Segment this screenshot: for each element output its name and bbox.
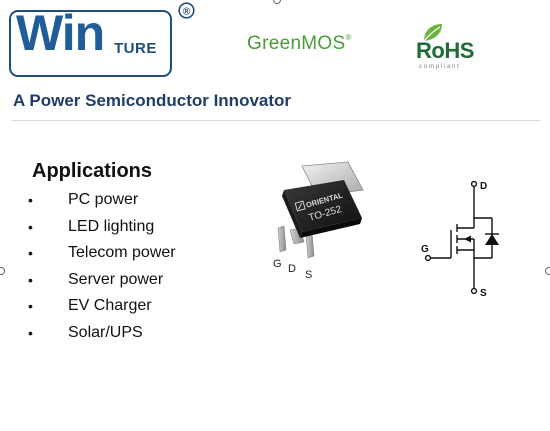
list-item-label: EV Charger: [68, 297, 152, 315]
company-logo: [9, 10, 172, 77]
bullet: •: [28, 245, 33, 262]
greenmos-mark: ®: [345, 33, 352, 42]
package-pin-g: G: [273, 258, 282, 270]
greenmos-text: GreenMOS: [247, 33, 346, 54]
logo-ture-text: TURE: [114, 40, 157, 57]
selection-handle-top: [273, 0, 281, 4]
page-tagline: A Power Semiconductor Innovator: [13, 91, 292, 110]
registered-mark: ®: [183, 5, 191, 17]
bullet: •: [28, 271, 33, 288]
package-pin-d: D: [288, 263, 296, 275]
rohs-leaf-icon: [423, 24, 442, 42]
list-item-label: Telecom power: [68, 244, 176, 262]
list-item-label: LED lighting: [68, 217, 155, 235]
schematic-source-label: S: [480, 288, 487, 299]
rohs-logo: RoHS: [416, 38, 474, 63]
header-divider: [12, 120, 540, 121]
logo-win-text: Win: [16, 5, 105, 61]
schematic-drain-label: D: [480, 181, 487, 192]
schematic-gate-label: G: [421, 244, 429, 255]
applications-title: Applications: [32, 160, 153, 182]
selection-handle-left: [0, 267, 5, 275]
selection-handle-right: [545, 267, 550, 275]
bullet: •: [28, 298, 33, 315]
list-item-label: PC power: [68, 191, 139, 208]
bullet: •: [28, 324, 33, 341]
bullet: •: [28, 192, 33, 208]
bullet: •: [28, 218, 33, 235]
greenmos-logo: GreenMOS®: [247, 33, 352, 54]
list-item-label: Solar/UPS: [68, 323, 143, 341]
registered-icon: ®: [178, 2, 195, 19]
list-item-label: Server power: [68, 270, 164, 288]
mosfet-schematic: D G S: [421, 180, 499, 299]
rohs-compliant-text: compliant: [419, 63, 461, 70]
package-pin-s: S: [305, 269, 312, 281]
to252-package-image: ORIENTAL TO-252 G D S: [273, 161, 364, 281]
